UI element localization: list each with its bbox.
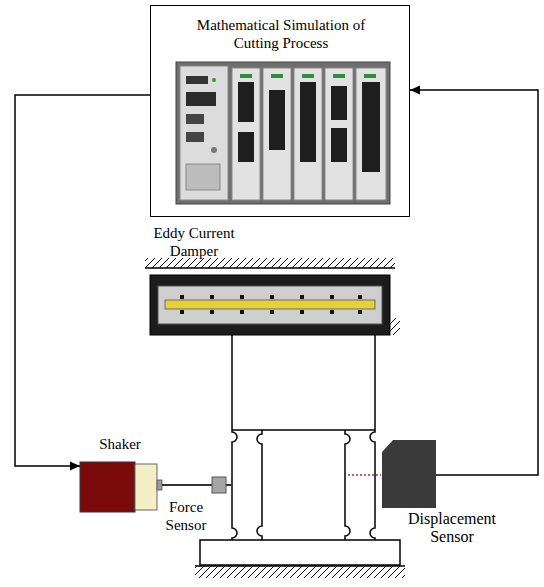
displacement-sensor-node: Displacement Sensor: [382, 440, 436, 508]
arrow-head: [410, 86, 420, 95]
node-label: Displacement Sensor: [396, 510, 508, 546]
node-label: Force Sensor: [158, 498, 214, 534]
node-label: Eddy Current Damper: [146, 224, 242, 260]
eddy-current-damper: [150, 275, 400, 335]
controller-hardware: [176, 62, 390, 204]
simulation-box: Mathematical Simulation of Cutting Proce…: [150, 5, 410, 217]
arrow-head: [70, 462, 80, 471]
force-sensor: [212, 477, 232, 493]
signal-connector: [410, 86, 538, 476]
damper-node: Eddy Current Damper: [150, 275, 390, 335]
signal-connector: [15, 95, 150, 471]
node-label: Shaker: [70, 435, 170, 453]
flexure-structure: [200, 335, 400, 565]
connector-line: [15, 95, 150, 466]
displacement-sensor: [348, 440, 436, 508]
connector-line: [410, 90, 538, 475]
force-sensor-node: Force Sensor: [212, 477, 226, 493]
node-label: Mathematical Simulation of Cutting Proce…: [181, 16, 381, 52]
shaker-node: Shaker: [80, 462, 160, 512]
